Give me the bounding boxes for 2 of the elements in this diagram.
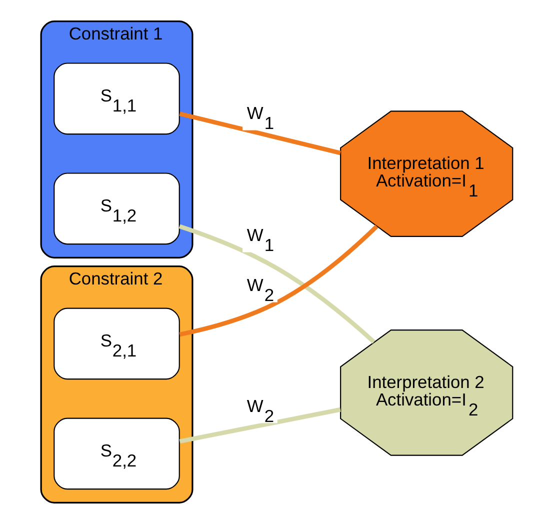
connector (178, 112, 340, 156)
connector (178, 407, 340, 444)
